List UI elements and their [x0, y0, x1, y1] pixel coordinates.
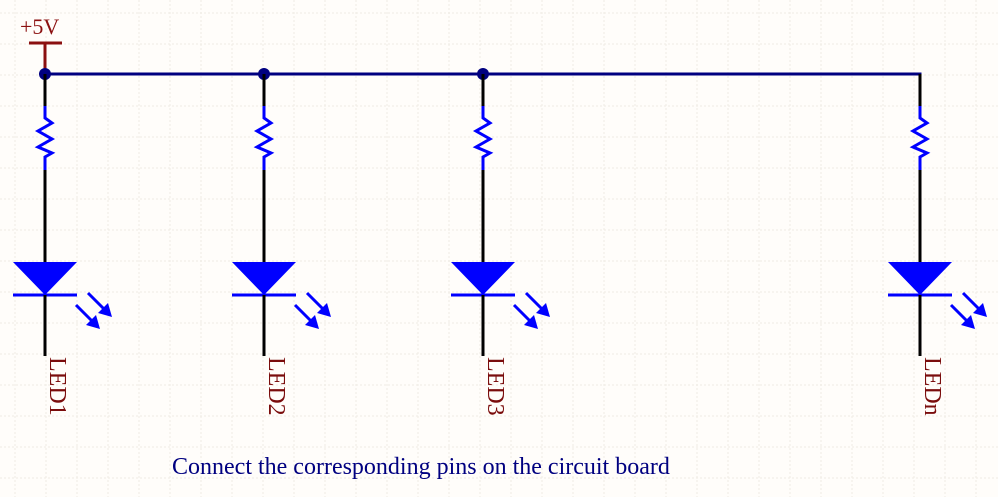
led-diode-icon [451, 262, 515, 295]
light-arrow-icon [524, 291, 550, 317]
light-arrow-icon [949, 303, 975, 329]
led-diode-icon [13, 262, 77, 295]
arrow-head [86, 315, 100, 329]
arrow-head [524, 315, 538, 329]
led-label: LED2 [263, 357, 289, 416]
led-diode-icon [232, 262, 296, 295]
led-label: LED1 [44, 357, 70, 416]
led-diode-icon [888, 262, 952, 295]
power-label: +5V [20, 14, 59, 39]
led-branch: LED3 [451, 68, 550, 416]
led-branch: LEDn [888, 74, 987, 416]
light-arrow-icon [293, 303, 319, 329]
resistor-icon [253, 106, 275, 170]
light-arrow-icon [74, 303, 100, 329]
light-arrow-icon [961, 291, 987, 317]
led-branches: LED1 LED2 LED3 LEDn [13, 68, 987, 416]
power-symbol: +5V [20, 14, 62, 74]
arrow-head [973, 303, 987, 317]
arrow-head [305, 315, 319, 329]
led-label: LEDn [919, 357, 945, 416]
arrow-head [98, 303, 112, 317]
led-branch: LED1 [13, 68, 112, 416]
arrow-head [536, 303, 550, 317]
resistor-icon [472, 106, 494, 170]
light-arrow-icon [305, 291, 331, 317]
light-arrow-icon [512, 303, 538, 329]
resistor-icon [34, 106, 56, 170]
led-label: LED3 [482, 357, 508, 416]
led-branch: LED2 [232, 68, 331, 416]
arrow-head [961, 315, 975, 329]
arrow-head [317, 303, 331, 317]
caption: Connect the corresponding pins on the ci… [172, 454, 670, 480]
light-arrow-icon [86, 291, 112, 317]
resistor-icon [909, 106, 931, 170]
